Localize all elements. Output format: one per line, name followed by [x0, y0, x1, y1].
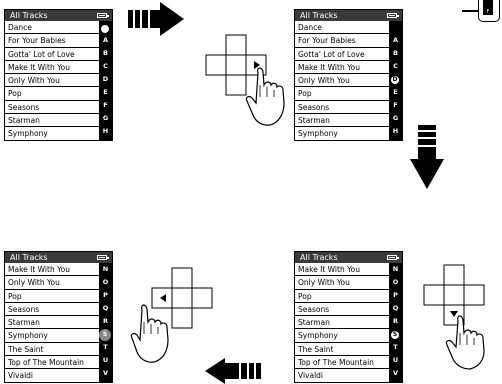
- list-item[interactable]: For Your Babies: [5, 34, 101, 47]
- screen-title: All Tracks: [295, 252, 402, 263]
- index-letter[interactable]: Q: [389, 302, 402, 315]
- alpha-index[interactable]: N O P Q R S T U V: [99, 263, 112, 382]
- index-letter[interactable]: U: [389, 354, 402, 367]
- battery-icon: [387, 13, 397, 18]
- list-item[interactable]: Only With You: [295, 276, 391, 289]
- index-letter[interactable]: A: [99, 34, 112, 47]
- list-item[interactable]: Symphony: [295, 127, 391, 140]
- list-item[interactable]: The Saint: [295, 343, 391, 356]
- device-corner-screen: F: [483, 0, 493, 15]
- list-item[interactable]: Only With You: [5, 276, 101, 289]
- list-item[interactable]: Pop: [295, 290, 391, 303]
- index-letter[interactable]: T: [389, 341, 402, 354]
- index-letter[interactable]: E: [99, 86, 112, 99]
- index-letter[interactable]: N: [99, 263, 112, 276]
- index-letter[interactable]: H: [389, 125, 402, 138]
- index-letter[interactable]: O: [389, 276, 402, 289]
- index-letter[interactable]: U: [99, 354, 112, 367]
- screen-3: All Tracks Make It With You Only With Yo…: [4, 251, 113, 383]
- screen-title: All Tracks: [5, 10, 112, 21]
- index-letter[interactable]: R: [389, 315, 402, 328]
- list-item[interactable]: The Saint: [5, 343, 101, 356]
- list-item[interactable]: Only With You: [5, 74, 101, 87]
- list-item[interactable]: Starman: [295, 316, 391, 329]
- list-item[interactable]: Make It With You: [295, 61, 391, 74]
- list-item[interactable]: Vivaldi: [5, 369, 101, 382]
- index-letter[interactable]: B: [389, 47, 402, 60]
- index-letter[interactable]: B: [99, 47, 112, 60]
- index-letter[interactable]: V: [389, 367, 402, 380]
- device-corner: F: [478, 0, 500, 22]
- list-item[interactable]: Dance: [295, 21, 391, 34]
- list-item[interactable]: Starman: [295, 114, 391, 127]
- index-letter[interactable]: P: [99, 289, 112, 302]
- device-corner-line: [462, 10, 478, 12]
- track-list[interactable]: Make It With You Only With You Pop Seaso…: [295, 263, 391, 383]
- scroll-knob[interactable]: [99, 23, 111, 35]
- arrow-right-icon: [128, 2, 184, 36]
- list-item[interactable]: Pop: [5, 290, 101, 303]
- list-item[interactable]: Symphony: [5, 127, 101, 140]
- list-item[interactable]: Pop: [5, 87, 101, 100]
- list-item[interactable]: Symphony: [295, 329, 391, 342]
- index-letter[interactable]: H: [99, 125, 112, 138]
- screen-1: All Tracks Dance For Your Babies Gotta' …: [4, 9, 113, 141]
- list-item[interactable]: Pop: [295, 87, 391, 100]
- scroll-knob[interactable]: S: [99, 329, 111, 341]
- dpad-down-press: [420, 265, 502, 370]
- list-item[interactable]: Make It With You: [295, 263, 391, 276]
- track-list[interactable]: Dance For Your Babies Gotta' Lot of Love…: [5, 21, 101, 141]
- list-item[interactable]: For Your Babies: [295, 34, 391, 47]
- track-list[interactable]: Dance For Your Babies Gotta' Lot of Love…: [295, 21, 391, 141]
- list-item[interactable]: Make It With You: [5, 263, 101, 276]
- battery-icon: [97, 255, 107, 260]
- list-item[interactable]: Only With You: [295, 74, 391, 87]
- list-item[interactable]: Gotta' Lot of Love: [295, 48, 391, 61]
- index-letter[interactable]: A: [389, 34, 402, 47]
- list-item[interactable]: Make It With You: [5, 61, 101, 74]
- list-item[interactable]: Seasons: [295, 303, 391, 316]
- list-item[interactable]: Gotta' Lot of Love: [5, 48, 101, 61]
- dpad-left-press: [132, 268, 222, 363]
- index-letter[interactable]: C: [389, 60, 402, 73]
- index-letter[interactable]: V: [99, 367, 112, 380]
- index-letter[interactable]: T: [99, 341, 112, 354]
- index-letter[interactable]: N: [389, 263, 402, 276]
- list-item[interactable]: Top of The Mountain: [295, 356, 391, 369]
- list-item[interactable]: Top of The Mountain: [5, 356, 101, 369]
- index-letter[interactable]: G: [99, 112, 112, 125]
- index-letter[interactable]: G: [389, 112, 402, 125]
- index-letter[interactable]: C: [99, 60, 112, 73]
- list-item[interactable]: Dance: [5, 21, 101, 34]
- index-letter[interactable]: F: [389, 99, 402, 112]
- arrow-down-icon: [410, 125, 444, 189]
- list-item[interactable]: Seasons: [295, 101, 391, 114]
- screen-2: All Tracks Dance For Your Babies Gotta' …: [294, 9, 403, 141]
- alpha-index[interactable]: P A B C D E F G H: [99, 21, 112, 140]
- index-letter[interactable]: F: [99, 99, 112, 112]
- index-letter[interactable]: R: [99, 315, 112, 328]
- battery-icon: [97, 13, 107, 18]
- index-letter[interactable]: P: [389, 289, 402, 302]
- index-letter[interactable]: E: [389, 86, 402, 99]
- scroll-knob[interactable]: S: [389, 329, 401, 341]
- list-item[interactable]: Vivaldi: [295, 369, 391, 382]
- index-letter[interactable]: Q: [99, 302, 112, 315]
- scroll-knob[interactable]: D: [389, 74, 401, 86]
- screen-title: All Tracks: [5, 252, 112, 263]
- screen-4: All Tracks Make It With You Only With Yo…: [294, 251, 403, 383]
- battery-icon: [387, 255, 397, 260]
- track-list[interactable]: Make It With You Only With You Pop Seaso…: [5, 263, 101, 383]
- index-letter[interactable]: O: [99, 276, 112, 289]
- alpha-index[interactable]: N O P Q R S T U V: [389, 263, 402, 382]
- dpad-right-press: [204, 35, 294, 130]
- list-item[interactable]: Seasons: [5, 101, 101, 114]
- list-item[interactable]: Starman: [5, 316, 101, 329]
- screen-title: All Tracks: [295, 10, 402, 21]
- list-item[interactable]: Starman: [5, 114, 101, 127]
- index-letter[interactable]: D: [99, 73, 112, 86]
- list-item[interactable]: Symphony: [5, 329, 101, 342]
- list-item[interactable]: Seasons: [5, 303, 101, 316]
